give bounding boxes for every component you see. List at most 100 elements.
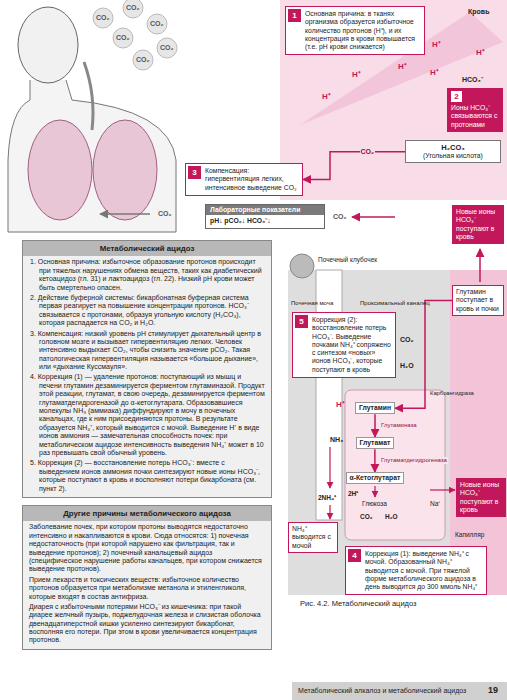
box-text: Новые ионы HCO₃⁻ поступают в кровь bbox=[456, 208, 500, 241]
bicarbonate-box: Новые ионы HCO₃⁻ поступают в кровь bbox=[452, 205, 504, 244]
box-text: Заболевание почек, при котором протоны в… bbox=[23, 521, 271, 573]
label: H⁺ bbox=[322, 92, 331, 101]
label: H⁺ bbox=[430, 68, 439, 77]
tubule-cell bbox=[345, 390, 445, 540]
label: H⁺ bbox=[352, 70, 361, 79]
box-text: Коррекция (1): выведение NH₄⁺ с мочой. О… bbox=[365, 550, 482, 591]
box-text: Диарея с избыточными потерями HCO₃⁻ из к… bbox=[23, 601, 271, 645]
label: Капилляр bbox=[455, 531, 484, 538]
text-panel: Метаболический ацидоз1. Основная причина… bbox=[22, 240, 272, 498]
box-text: 4. Коррекция (1) — удаление протонов: по… bbox=[23, 371, 271, 457]
compensation-box: 3Компенсация: гипервентиляция легких, ин… bbox=[185, 163, 303, 196]
label: CO₂ bbox=[160, 44, 174, 52]
flow-arrow bbox=[430, 489, 455, 490]
lung bbox=[28, 120, 92, 220]
box-text: Глутамин bbox=[359, 404, 391, 412]
box-text: Новые ионы HCO₃⁻ поступают в кровь bbox=[460, 481, 502, 514]
label: 2NH₄⁺ bbox=[318, 494, 336, 501]
label: CO₂ bbox=[116, 34, 130, 42]
label: CO₂ bbox=[136, 56, 150, 64]
label: Почечная моча bbox=[291, 300, 333, 307]
connector bbox=[374, 414, 376, 437]
label: Проксимальный каналец bbox=[360, 300, 430, 307]
box-text: 3. Компенсация: низкий уровень pH стимул… bbox=[23, 328, 271, 372]
bicarbonate-box: Новые ионы HCO₃⁻ поступают в кровь bbox=[456, 478, 506, 517]
metabolite: Глутамин bbox=[355, 402, 395, 414]
label: Кровь bbox=[468, 8, 489, 16]
flow-arrow bbox=[329, 505, 330, 519]
label: Карбоангидраза bbox=[430, 390, 474, 397]
label: CO₂ bbox=[126, 4, 140, 12]
box-text: Глутамат bbox=[360, 439, 391, 447]
urine-box: NH₄⁺ выводится с мочой bbox=[288, 522, 338, 553]
acid-box: H₂CO₃(Угольная кислота) bbox=[405, 140, 501, 163]
label: H⁺ bbox=[336, 400, 345, 409]
label: H⁺ bbox=[432, 40, 441, 49]
label: CO₂ bbox=[96, 14, 110, 22]
box-heading: H₂CO₃ bbox=[410, 143, 496, 152]
label: H⁺ bbox=[476, 48, 485, 57]
box-heading: 5 bbox=[295, 315, 308, 328]
label: CO₂ bbox=[400, 336, 414, 344]
flow-arrow bbox=[479, 249, 481, 282]
label: CO₂ bbox=[333, 213, 347, 221]
label: 19 bbox=[488, 685, 498, 695]
box-text: 1. Основная причина: избыточное образова… bbox=[23, 256, 271, 292]
box-text: Глутамин поступает в кровь и почки bbox=[456, 288, 500, 313]
edge-label: CO₂ bbox=[360, 148, 376, 156]
label: NH₃ bbox=[330, 436, 343, 444]
buffer-box: 2Ионы HCO₃⁻ связываются с протонами bbox=[447, 88, 503, 132]
label: Почечный клубочек bbox=[318, 256, 377, 263]
tubule-lumen bbox=[316, 270, 342, 520]
connector bbox=[303, 152, 405, 180]
co2-bubbles bbox=[93, 0, 177, 70]
label: H₂O bbox=[385, 513, 398, 520]
box-text: NH₄⁺ выводится с мочой bbox=[292, 525, 334, 550]
flow-arrow bbox=[374, 486, 375, 497]
box-heading: 4 bbox=[348, 549, 361, 562]
head bbox=[18, 7, 78, 83]
exhale-arrow bbox=[100, 213, 150, 215]
metabolite: α-Кетоглутарат bbox=[346, 472, 405, 484]
footer-band bbox=[292, 682, 507, 700]
label: Метаболический алкалоз и метаболический … bbox=[298, 687, 466, 695]
label: CO₂ bbox=[150, 20, 164, 28]
correction-box: 5 Коррекция (2): восстановление потерь HC… bbox=[292, 312, 396, 378]
figure-caption: Рис. 4.2. Метаболический ацидоз bbox=[300, 600, 416, 609]
label: Na⁺ bbox=[430, 500, 440, 507]
box-text: Основная причина: в тканях организма обр… bbox=[305, 10, 420, 51]
tubule-wall bbox=[288, 270, 507, 595]
connector bbox=[374, 449, 376, 472]
correction-box: 4 Коррекция (1): выведение NH₄⁺ с мочой. … bbox=[345, 546, 487, 595]
box-text: 2. Действие буферной системы: бикарбонат… bbox=[23, 292, 271, 328]
cause-box: 1 Основная причина: в тканях организма об… bbox=[285, 6, 425, 55]
box-heading: Другие причины метаболического ацидоза bbox=[23, 506, 271, 521]
flow-arrow bbox=[329, 447, 330, 488]
glomerulus bbox=[290, 254, 314, 278]
label: H⁺ bbox=[398, 62, 407, 71]
text-panel: Другие причины метаболического ацидозаЗа… bbox=[22, 505, 272, 650]
box-heading: 1 bbox=[288, 9, 301, 22]
label: Глюкоза bbox=[362, 500, 387, 507]
edge-label: Глутаматдегидрогеназа bbox=[380, 457, 448, 464]
trachea bbox=[84, 62, 93, 130]
box-text: pH↓ pCO₂↓ HCO₃⁻↓ bbox=[206, 215, 324, 227]
blood-area bbox=[280, 0, 507, 200]
box-text: Коррекция (2): восстановление потерь HCO… bbox=[312, 316, 391, 374]
box-heading: 2 bbox=[451, 91, 462, 102]
label: H₂O bbox=[400, 362, 414, 370]
box-text: (Угольная кислота) bbox=[410, 152, 496, 160]
label: 2H⁺ bbox=[348, 490, 358, 497]
box-text: Ионы HCO₃⁻ связываются с протонами bbox=[451, 104, 499, 129]
label: CO₂ bbox=[158, 210, 172, 218]
label: CO₂ bbox=[360, 513, 373, 520]
glutamine-box: Глутамин поступает в кровь и почки bbox=[452, 285, 504, 316]
label: HCO₃⁻ bbox=[462, 76, 483, 84]
edge-label: Глутаминаза bbox=[380, 422, 418, 429]
metabolite: Глутамат bbox=[356, 437, 395, 449]
box-heading: 3 bbox=[188, 166, 201, 179]
lab-box: Лабораторные показателиpH↓ pCO₂↓ HCO₃⁻↓ bbox=[205, 204, 325, 229]
box-text: Прием лекарств и токсических веществ: из… bbox=[23, 574, 271, 601]
box-heading: Метаболический ацидоз bbox=[23, 241, 271, 256]
